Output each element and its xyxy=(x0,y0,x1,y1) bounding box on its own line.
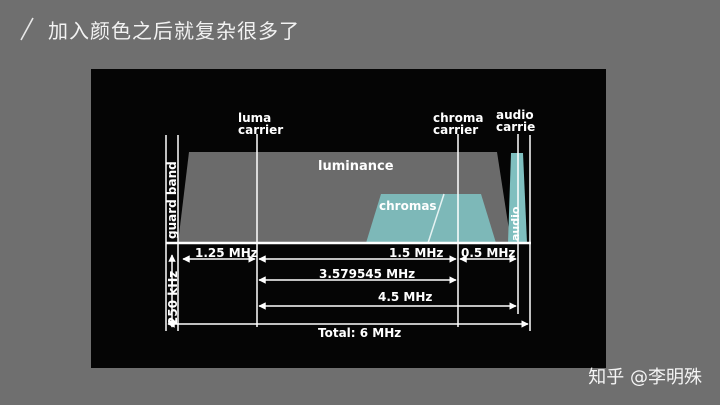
watermark: 知乎 @李明殊 xyxy=(588,367,702,388)
khz-250-label: 250 kHz xyxy=(166,271,180,325)
luminance-label: luminance xyxy=(318,159,394,174)
spectrum-svg: luma carrier chroma carrier audio carrie… xyxy=(165,108,535,340)
total-label: Total: 6 MHz xyxy=(318,326,401,340)
chromas-label: chromas xyxy=(379,199,437,213)
chroma-shape xyxy=(366,194,496,243)
audio-carrier-label-2: carrie xyxy=(496,120,535,134)
chroma-divider xyxy=(427,193,445,244)
dim-3-58-label: 3.579545 MHz xyxy=(319,267,415,281)
slash-decoration-icon xyxy=(20,17,34,41)
luma-carrier-label-2: carrier xyxy=(238,123,283,137)
dim-1-5-label: 1.5 MHz xyxy=(389,246,443,260)
dim-4-5-label: 4.5 MHz xyxy=(378,290,432,304)
chroma-carrier-label-1: chroma xyxy=(433,111,483,125)
slide-title: 加入颜色之后就复杂很多了 xyxy=(48,19,300,43)
guard-band-label: guard band xyxy=(165,161,179,239)
luma-carrier-label-1: luma xyxy=(238,111,271,125)
dim-1-25-label: 1.25 MHz xyxy=(195,246,258,260)
audio-vertical-label: audio xyxy=(509,206,522,241)
audio-carrier-label-1: audio xyxy=(496,108,534,122)
chroma-carrier-label-2: carrier xyxy=(433,123,478,137)
spectrum-diagram: luma carrier chroma carrier audio carrie… xyxy=(91,69,606,368)
dim-0-5-label: 0.5 MHz xyxy=(461,246,515,260)
